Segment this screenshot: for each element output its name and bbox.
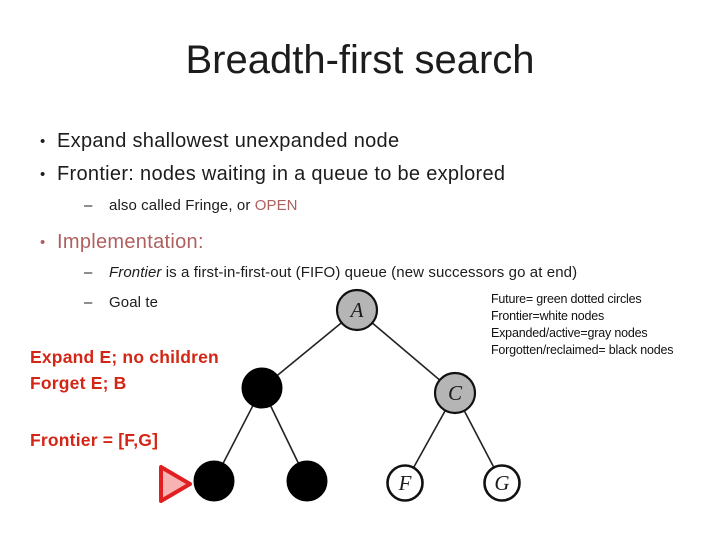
sub-bullet-fifo: –Frontier is a first-in-first-out (FIFO)… [84,264,577,281]
bullet-icon: • [40,234,46,251]
bullet-text: Implementation: [57,231,204,253]
tree-node-a [335,288,379,332]
legend-line-forgotten: Forgotten/reclaimed= black nodes [491,343,674,357]
pointer-triangle-icon [159,465,192,503]
sub-bullet-text: also called Fringe, or [109,197,255,214]
tree-node-a-label: A [349,298,364,322]
tree-node-g [483,464,521,502]
expand-annotation: Expand E; no children Forget E; B [30,344,219,396]
tree-node-black-bottom-1 [193,460,235,502]
frontier-state-annotation: Frontier = [F,G] [30,430,159,450]
tree-edge [356,309,456,394]
legend-line-frontier: Frontier=white nodes [491,309,605,323]
tree-node-black-bottom-2 [286,460,328,502]
expand-annotation-line1: Expand E; no children [30,347,219,367]
bullet-text: Frontier: nodes waiting in a queue to be… [57,163,506,185]
dash-icon: – [84,197,93,214]
sub-bullet-goal: –Goal te [84,294,158,311]
open-highlight: OPEN [254,197,298,214]
legend-line-future: Future= green dotted circles [491,292,642,306]
sub-bullet-text: Goal te [109,294,159,311]
bullet-item-implementation: • Implementation: [40,231,204,254]
dash-icon: – [84,294,93,311]
sub-bullet-text: is a first-in-first-out (FIFO) queue (ne… [161,264,578,281]
tree-node-c-label: C [448,381,463,405]
legend-line-expanded: Expanded/active=gray nodes [491,326,648,340]
bullet-item-expand: • Expand shallowest unexpanded node [40,130,399,153]
node-color-legend: Future= green dotted circles Frontier=wh… [491,291,673,359]
tree-node-g-label: G [494,471,509,495]
bullet-icon: • [40,166,46,183]
dash-icon: – [84,264,93,281]
tree-node-f-label: F [398,471,412,495]
tree-node-black-left [241,367,283,409]
bullet-text: Expand shallowest unexpanded node [57,130,400,152]
sub-bullet-fringe: –also called Fringe, or OPEN [84,197,298,214]
page-title: Breadth-first search [185,38,535,82]
tree-node-c [433,371,477,415]
bullet-item-frontier: • Frontier: nodes waiting in a queue to b… [40,163,505,186]
frontier-italic: Frontier [109,264,162,281]
tree-node-f [386,464,424,502]
bullet-icon: • [40,133,46,150]
expand-annotation-line2: Forget E; B [30,373,127,393]
